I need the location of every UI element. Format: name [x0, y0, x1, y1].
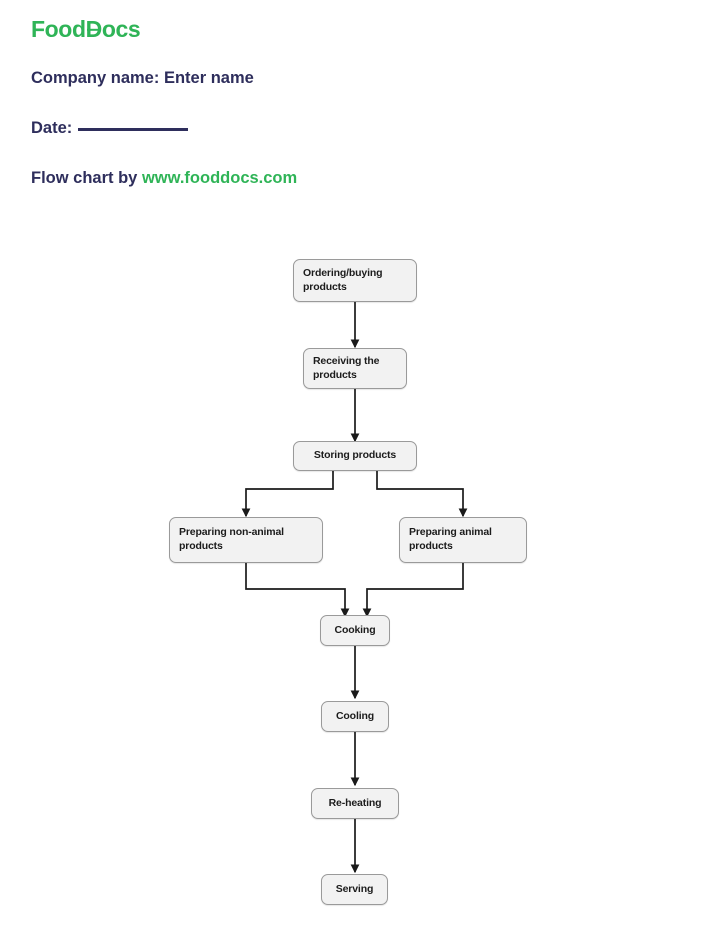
node-label: Preparing animal products: [409, 526, 492, 552]
company-name-line: Company name: Enter name: [31, 70, 254, 87]
edge-storing-prepanim: [376, 471, 468, 518]
node-label: Re-heating: [328, 796, 382, 809]
flow-chart-connectors: [241, 302, 468, 874]
node-label: Serving: [335, 882, 374, 895]
fooddocs-logo: FoodDocs: [31, 16, 141, 42]
fooddocs-url-link[interactable]: www.fooddocs.com: [141, 169, 298, 187]
flow-chart-by-label: Flow chart by: [31, 169, 138, 187]
logo-text-ocs: ocs: [101, 16, 141, 42]
date-label: Date:: [31, 119, 73, 137]
node-ordering-buying-products[interactable]: Ordering/buying products: [293, 259, 417, 302]
edge-prepanim-cooking: [362, 563, 464, 618]
node-storing-products[interactable]: Storing products: [293, 441, 417, 471]
flow-chart-credit-line: Flow chart by www.fooddocs.com: [31, 170, 297, 187]
edge-storing-prepnon: [241, 471, 334, 518]
flow-chart: Ordering/buying products Receiving the p…: [0, 240, 720, 920]
node-serving[interactable]: Serving: [321, 874, 388, 905]
node-receiving-the-products[interactable]: Receiving the products: [303, 348, 407, 389]
node-cooling[interactable]: Cooling: [321, 701, 389, 732]
logo-text-food: Food: [31, 16, 86, 42]
logo-crossed-d: D: [85, 16, 103, 42]
node-label: Ordering/buying products: [303, 266, 383, 293]
node-preparing-animal-products[interactable]: Preparing animal products: [399, 517, 527, 563]
document-header: FoodDocs: [31, 18, 671, 42]
company-name-label: Company name: Enter name: [31, 69, 254, 87]
node-label: Cooking: [334, 623, 376, 636]
edge-prepnon-cooking: [245, 563, 350, 618]
node-label: Cooling: [335, 709, 375, 722]
node-preparing-non-animal-products[interactable]: Preparing non-animal products: [169, 517, 323, 563]
node-label: Receiving the products: [313, 354, 380, 381]
node-cooking[interactable]: Cooking: [320, 615, 390, 646]
node-label: Preparing non-animal products: [179, 526, 284, 552]
node-re-heating[interactable]: Re-heating: [311, 788, 399, 819]
date-line: Date:: [31, 119, 189, 137]
date-blank-rule[interactable]: [78, 128, 189, 131]
node-label: Storing products: [313, 449, 397, 462]
